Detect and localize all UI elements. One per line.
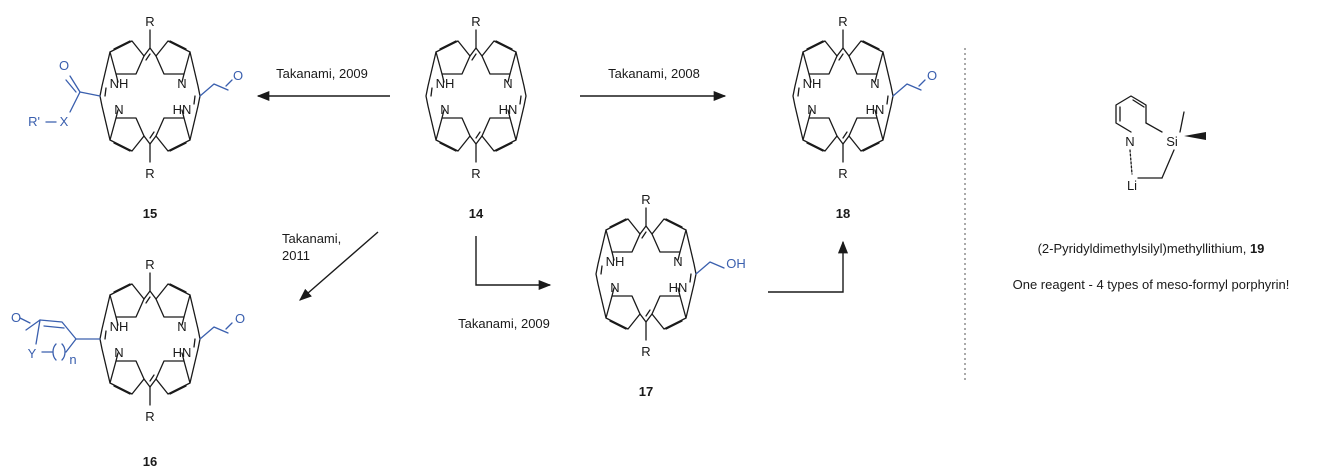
compound-number-18: 18 [836, 206, 850, 221]
condition-label: 2011 [282, 248, 310, 263]
compound-16: R R NH N N HN O O Y n 16 [11, 257, 245, 469]
hn-label: HN [669, 280, 688, 295]
reagent-tagline: One reagent - 4 types of meso-formyl por… [1013, 277, 1290, 292]
condition-label: Takanami, [282, 231, 341, 246]
lithium-label: Li [1127, 178, 1137, 193]
r-substituent: R [471, 166, 480, 181]
compound-15: R R NH N N HN O O X R' 15 [28, 14, 243, 221]
n-label: N [673, 254, 682, 269]
r-substituent: R [145, 257, 154, 272]
n-label: N [177, 319, 186, 334]
nh-label: NH [436, 76, 455, 91]
reagent-name: (2-Pyridyldimethylsilyl)methyllithium, 1… [1038, 241, 1265, 256]
r-prime-label: R' [28, 114, 40, 129]
n-label: N [870, 76, 879, 91]
x-label: X [60, 114, 69, 129]
n-label: N [177, 76, 186, 91]
nitrogen-label: N [1125, 134, 1134, 149]
n-label: N [503, 76, 512, 91]
oxygen-label: O [235, 311, 245, 326]
arrow-to-18: Takanami, 2008 [580, 66, 727, 102]
n-label: N [610, 280, 619, 295]
n-label: N [114, 102, 123, 117]
n-label: N [114, 345, 123, 360]
r-substituent: R [641, 344, 650, 359]
r-substituent: R [838, 166, 847, 181]
hydroxyl-label: OH [726, 256, 746, 271]
hn-label: HN [173, 102, 192, 117]
n-index-label: n [69, 352, 76, 367]
arrow-to-16: Takanami, 2011 [282, 231, 379, 301]
arrow-to-15: Takanami, 2009 [256, 66, 390, 102]
arrow-17-to-18 [768, 240, 849, 293]
condition-label: Takanami, 2009 [276, 66, 368, 81]
condition-label: Takanami, 2009 [458, 316, 550, 331]
hn-label: HN [866, 102, 885, 117]
r-substituent: R [145, 14, 154, 29]
compound-number-15: 15 [143, 206, 157, 221]
arrow-to-17: Takanami, 2009 [458, 236, 552, 331]
nh-label: NH [110, 319, 129, 334]
nh-label: NH [110, 76, 129, 91]
oxygen-label: O [233, 68, 243, 83]
oxygen-label: O [927, 68, 937, 83]
oxygen-label: O [59, 58, 69, 73]
compound-14: R R NH N N HN 14 [425, 14, 527, 221]
r-substituent: R [145, 409, 154, 424]
silicon-label: Si [1166, 134, 1178, 149]
compound-number-17: 17 [639, 384, 653, 399]
oxygen-label: O [11, 310, 21, 325]
compound-number-16: 16 [143, 454, 157, 469]
r-substituent: R [471, 14, 480, 29]
compound-18: R R NH N N HN O 18 [792, 14, 937, 221]
condition-label: Takanami, 2008 [608, 66, 700, 81]
r-substituent: R [641, 192, 650, 207]
compound-number-14: 14 [469, 206, 484, 221]
reagent-19-structure: N Si Li [1115, 95, 1206, 193]
hn-label: HN [499, 102, 518, 117]
nh-label: NH [606, 254, 625, 269]
compound-17: R R NH N N HN OH 17 [595, 192, 746, 399]
n-label: N [440, 102, 449, 117]
nh-label: NH [803, 76, 822, 91]
n-label: N [807, 102, 816, 117]
r-substituent: R [838, 14, 847, 29]
y-label: Y [28, 346, 37, 361]
r-substituent: R [145, 166, 154, 181]
hn-label: HN [173, 345, 192, 360]
